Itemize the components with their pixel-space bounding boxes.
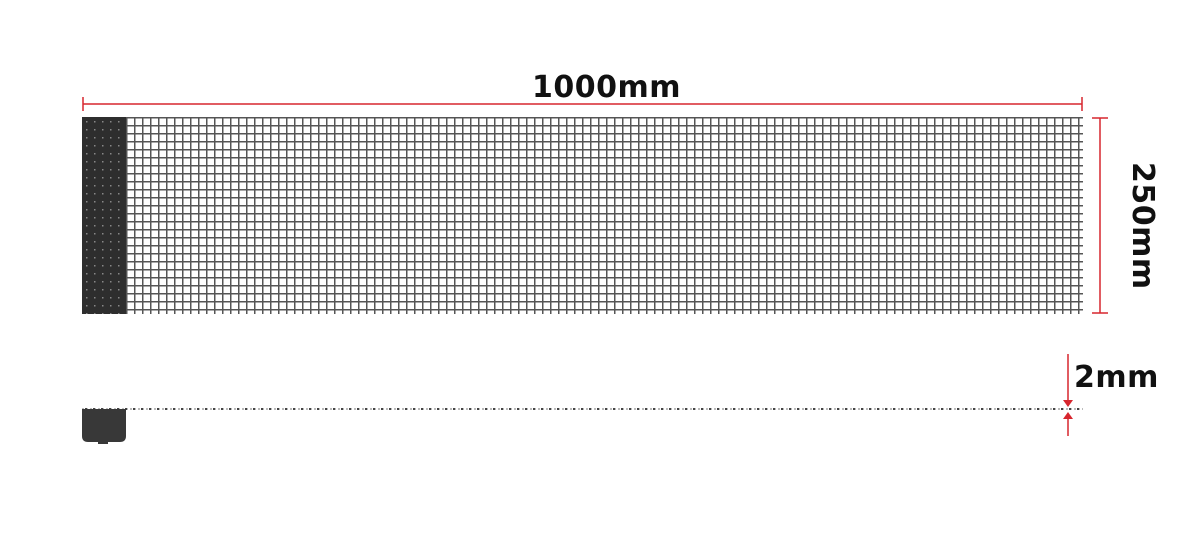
panel-front-view	[82, 117, 1083, 314]
module-side	[82, 409, 126, 444]
panel-side-view	[82, 408, 1083, 444]
width-label: 1000mm	[532, 70, 682, 105]
thickness-label: 2mm	[1074, 360, 1159, 395]
height-label: 250mm	[1125, 162, 1160, 290]
mesh-area	[126, 117, 1083, 314]
control-module	[82, 117, 126, 314]
width-dimension-line	[82, 97, 1083, 111]
thickness-dimension-arrows	[1063, 354, 1073, 436]
height-dimension-line	[1092, 117, 1108, 314]
